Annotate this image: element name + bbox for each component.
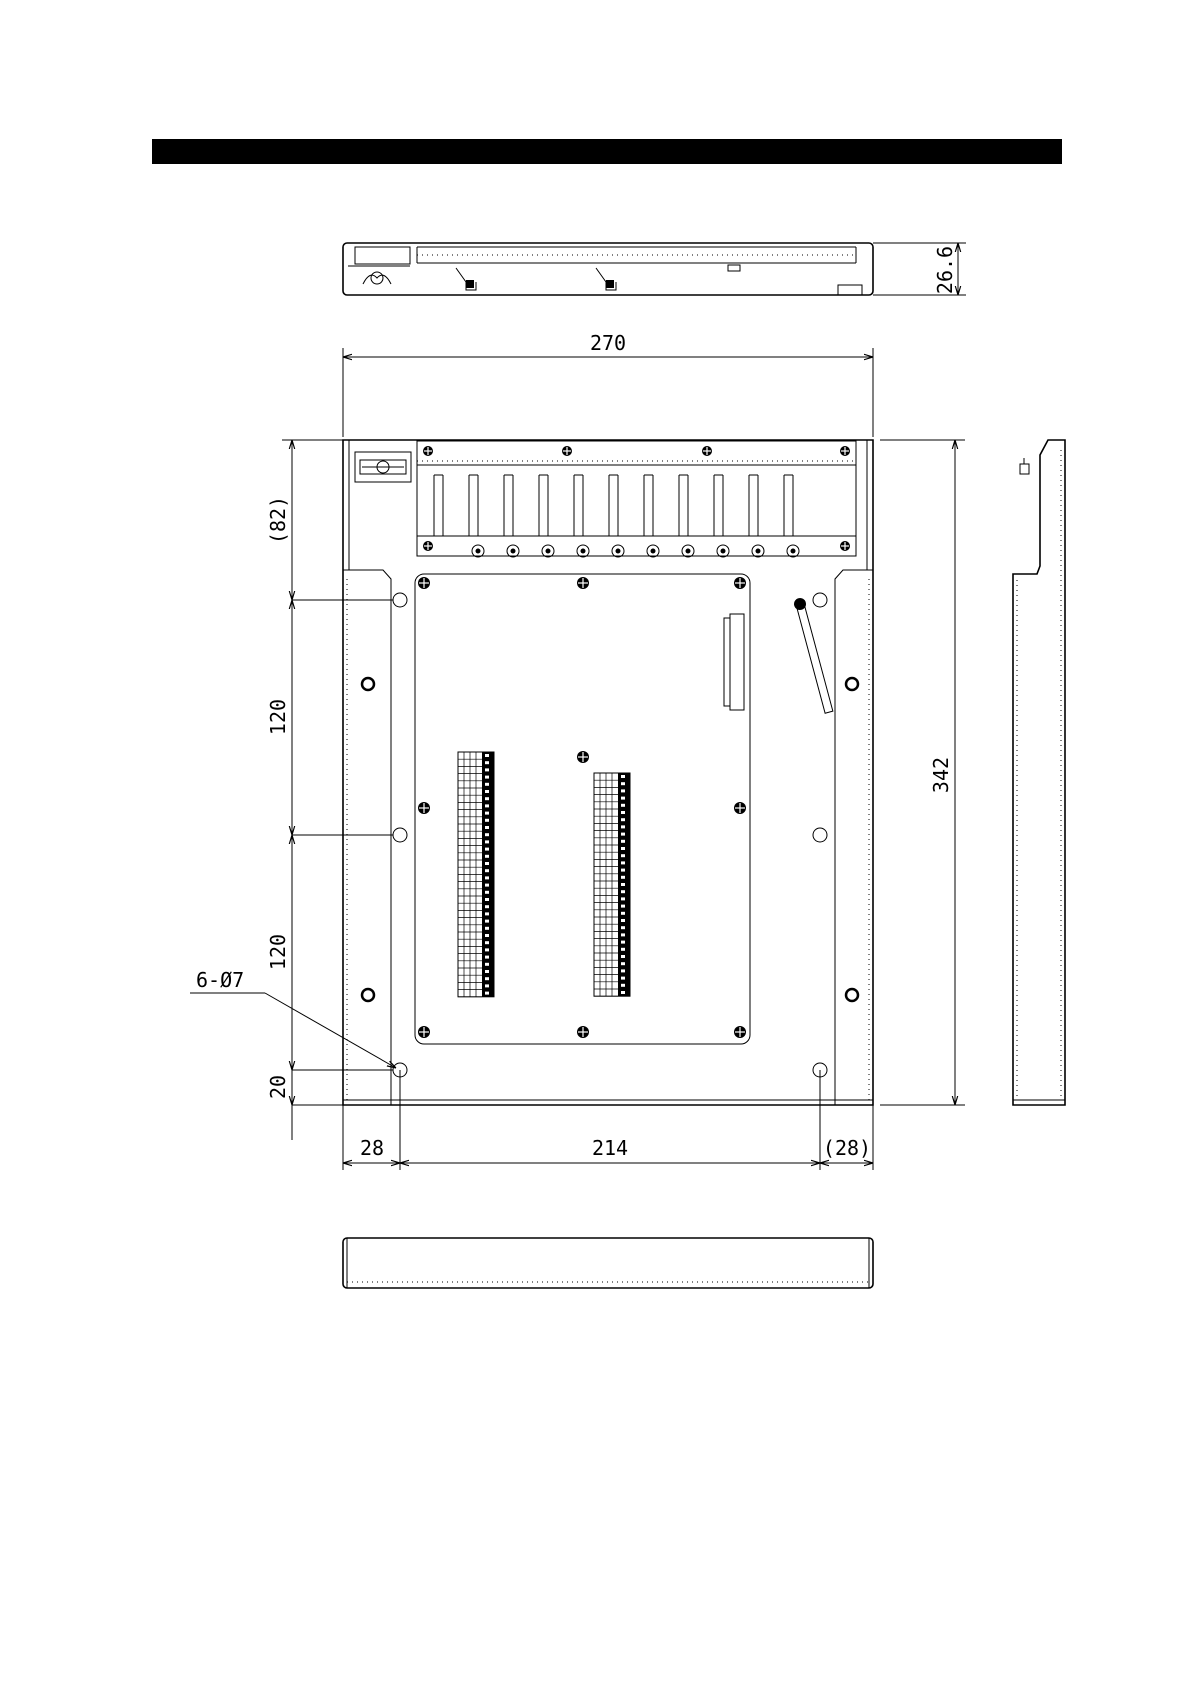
connector-bank: [417, 441, 856, 556]
screw-icon: [647, 545, 659, 557]
screw-icon: [734, 577, 746, 589]
bottom-offset-label: 20: [266, 1075, 290, 1099]
screw-icon: [734, 802, 746, 814]
screw-icon: [577, 577, 589, 589]
screw-icon: [577, 1026, 589, 1038]
screw-icon: [717, 545, 729, 557]
screw-icon: [577, 545, 589, 557]
screw-icon: [507, 545, 519, 557]
front-view: [343, 440, 873, 1105]
screw-icon: [682, 545, 694, 557]
cable-icon: [793, 597, 835, 714]
side-view: [1013, 440, 1065, 1105]
wing-nut-icon: [355, 452, 411, 482]
screw-icon: [846, 678, 858, 690]
screw-icon: [846, 989, 858, 1001]
height-label: 342: [929, 757, 953, 793]
screw-icon: [840, 446, 850, 456]
top-view: [343, 243, 966, 295]
screw-icon: [577, 751, 589, 763]
screw-icon: [752, 545, 764, 557]
screw-icon: [418, 577, 430, 589]
screw-icon: [787, 545, 799, 557]
wing-nut-icon: [363, 272, 391, 284]
terminal-block-icon: [594, 773, 630, 996]
screw-icon: [542, 545, 554, 557]
mounting-hole-icon: [813, 828, 827, 842]
width-label: 270: [590, 331, 626, 355]
screw-icon: [734, 1026, 746, 1038]
screw-icon: [562, 446, 572, 456]
right-offset-label: (28): [823, 1136, 871, 1160]
mounting-hole-icon: [813, 593, 827, 607]
mounting-hole-icon: [393, 593, 407, 607]
hole-callout-label: 6-Ø7: [196, 968, 244, 992]
screw-icon: [362, 989, 374, 1001]
screw-icon: [612, 545, 624, 557]
screw-icon: [423, 446, 433, 456]
screw-icon: [423, 541, 433, 551]
mounting-hole-icon: [393, 828, 407, 842]
width-dimension: [343, 348, 873, 437]
hole-callout: [190, 993, 396, 1068]
hole-pitch-2-label: 120: [266, 934, 290, 970]
hole-pitch-1-label: 120: [266, 699, 290, 735]
depth-label: 26.6: [933, 246, 957, 294]
top-section-label: (82): [266, 496, 290, 544]
terminal-block-icon: [458, 752, 494, 997]
screw-icon: [840, 541, 850, 551]
hole-span-label: 214: [592, 1136, 628, 1160]
screw-icon: [472, 545, 484, 557]
screw-icon: [362, 678, 374, 690]
screw-icon: [418, 802, 430, 814]
screw-icon: [418, 1026, 430, 1038]
screw-icon: [702, 446, 712, 456]
bottom-view: [343, 1238, 873, 1288]
left-offset-label: 28: [360, 1136, 384, 1160]
